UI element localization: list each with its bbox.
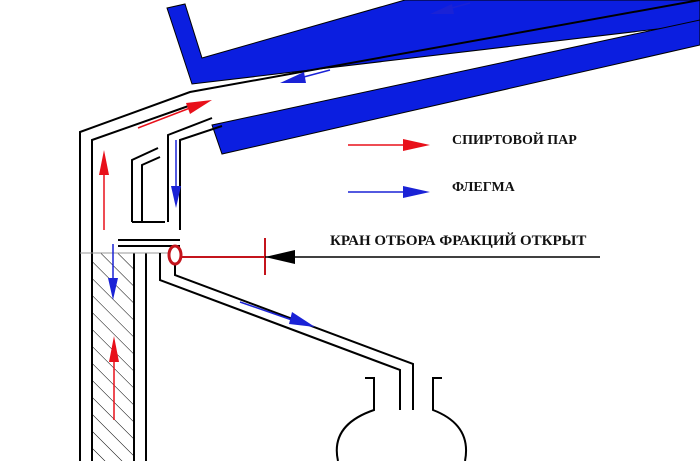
phlegm-arrow <box>171 140 181 208</box>
valve-callout-line <box>265 250 600 264</box>
valve-body <box>167 244 183 266</box>
inner-tube <box>131 117 223 230</box>
receiving-flask <box>335 377 467 462</box>
legend-phlegm-label: ФЛЕГМА <box>452 180 515 195</box>
column <box>79 0 700 461</box>
valve <box>167 238 266 275</box>
vapor-arrow <box>137 100 212 129</box>
valve-callout-label: КРАН ОТБОРА ФРАКЦИЙ ОТКРЫТ <box>330 233 587 249</box>
legend-vapor-arrow <box>348 139 430 151</box>
phlegm-arrow <box>280 69 331 83</box>
phlegm-arrow <box>239 301 315 327</box>
phlegm-arrow <box>430 2 471 14</box>
callout-arrowhead <box>265 250 295 264</box>
legend-phlegm-arrow <box>348 186 430 198</box>
phlegm-arrow <box>108 244 118 300</box>
condenser-jacket <box>166 0 700 155</box>
vapor-arrow <box>99 150 109 230</box>
legend-vapor-label: СПИРТОВОЙ ПАР <box>452 133 577 148</box>
vapor-arrow <box>109 336 119 420</box>
phlegm-arrows <box>108 2 471 327</box>
vapor-arrows <box>99 100 430 420</box>
